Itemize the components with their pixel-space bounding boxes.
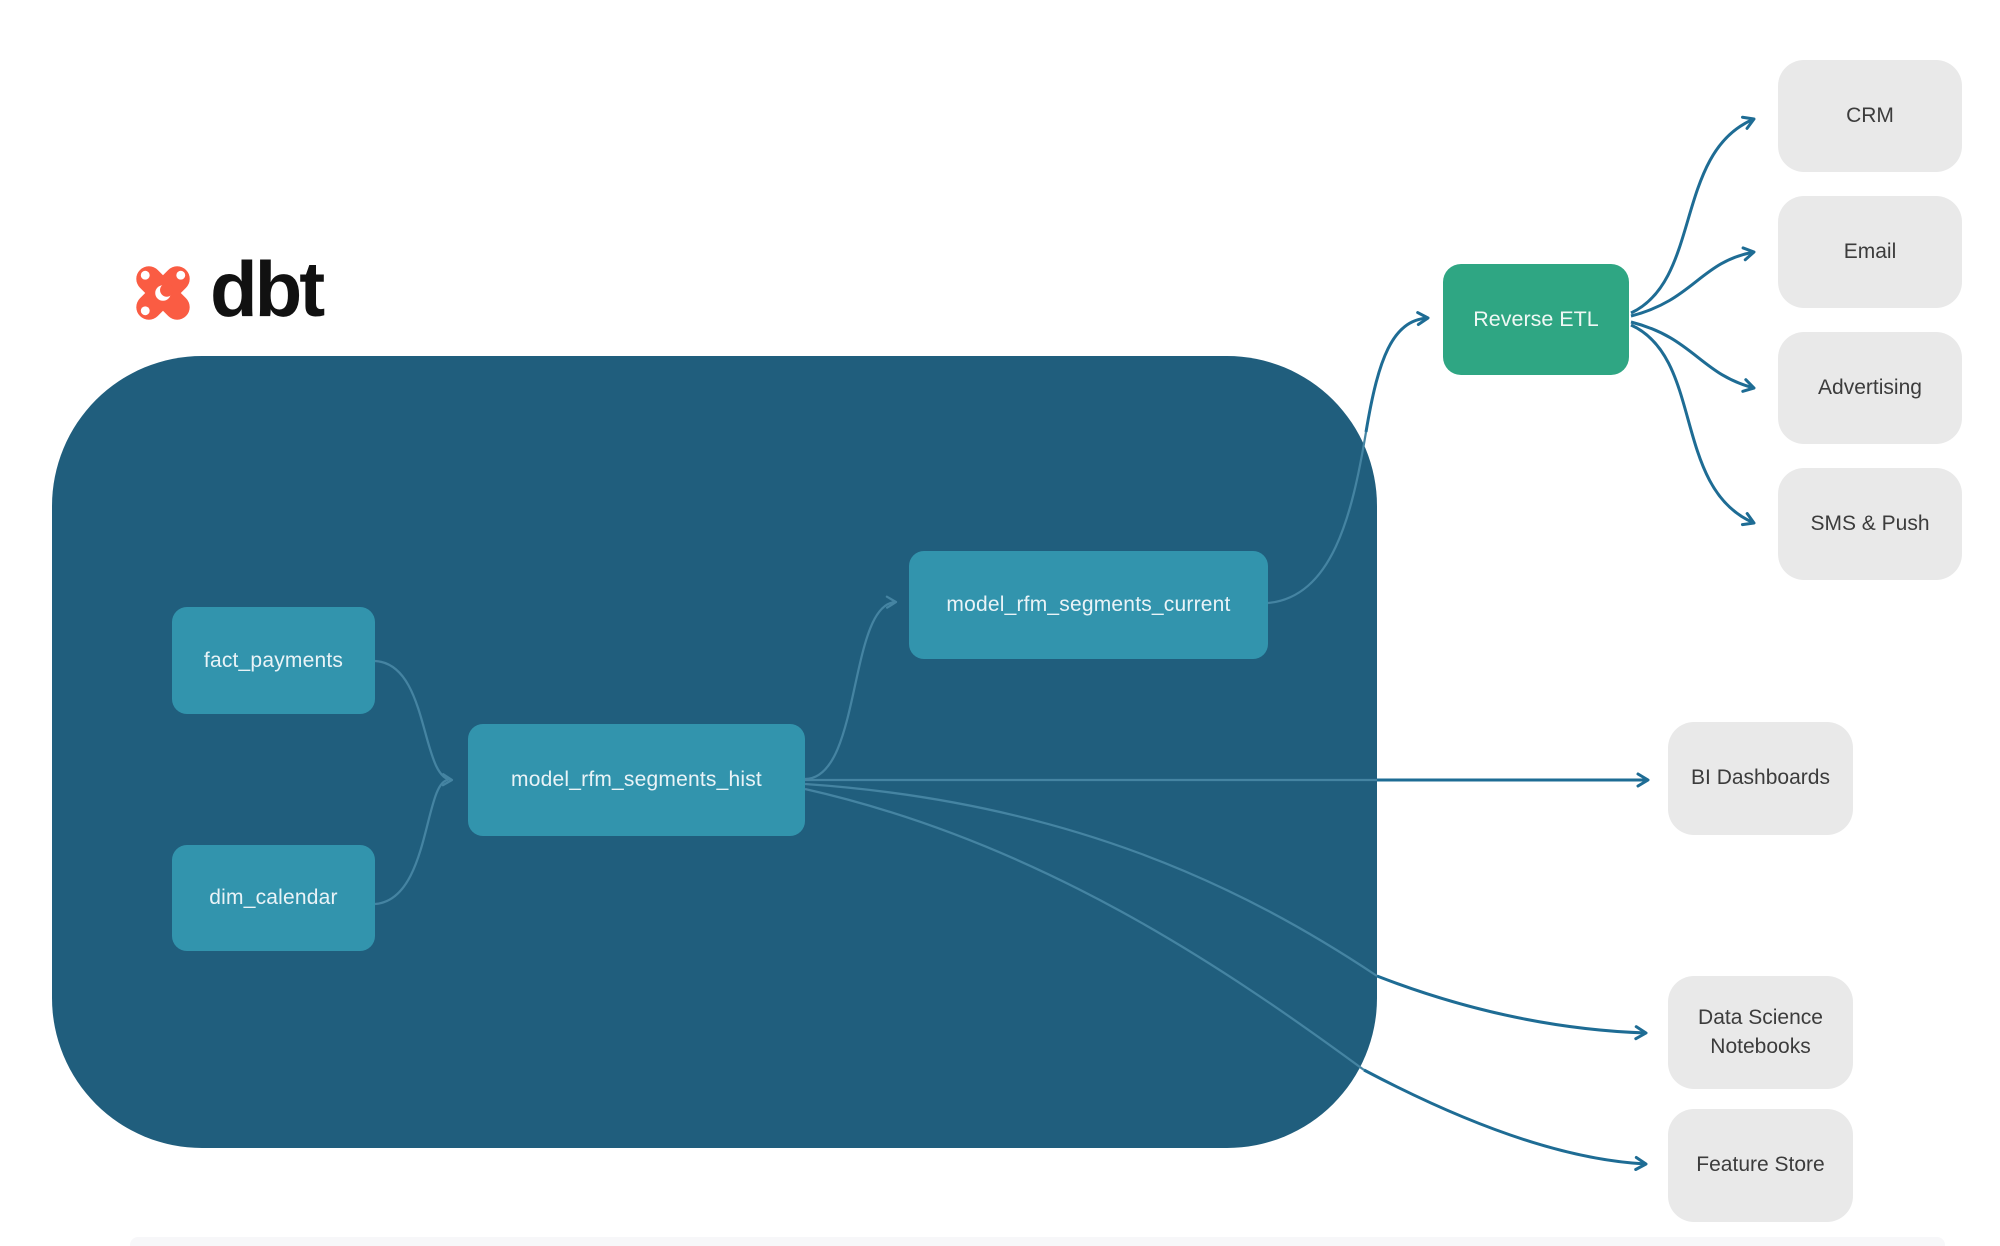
destination-bi-dashboards: BI Dashboards xyxy=(1668,722,1853,835)
edge-reverse-etl-to-crm xyxy=(1630,115,1756,315)
edge-hist-to-feature-store xyxy=(1363,1068,1648,1171)
destination-advertising: Advertising xyxy=(1778,332,1962,444)
edge-hist-to-notebooks xyxy=(1376,974,1648,1041)
edge-reverse-etl-to-email xyxy=(1630,246,1756,318)
dbt-logo-text: dbt xyxy=(210,245,325,333)
destination-feature-store: Feature Store xyxy=(1668,1109,1853,1222)
destination-crm: CRM xyxy=(1778,60,1962,172)
edge-reverse-etl-to-sms-push xyxy=(1630,323,1756,527)
dbt-logo: dbt xyxy=(126,248,325,334)
edge-reverse-etl-to-advertising xyxy=(1630,320,1756,393)
bottom-edge-strip xyxy=(130,1237,1945,1246)
node-dim-calendar: dim_calendar xyxy=(172,845,375,951)
edge-current-to-reverse-etl xyxy=(1364,311,1430,433)
node-fact-payments: fact_payments xyxy=(172,607,375,714)
node-model-rfm-segments-current: model_rfm_segments_current xyxy=(909,551,1268,659)
node-model-rfm-segments-hist: model_rfm_segments_hist xyxy=(468,724,805,836)
dbt-logo-icon xyxy=(136,266,190,320)
destination-email: Email xyxy=(1778,196,1962,308)
destination-data-science-notebooks: Data Science Notebooks xyxy=(1668,976,1853,1089)
node-reverse-etl: Reverse ETL xyxy=(1443,264,1629,375)
destination-sms-push: SMS & Push xyxy=(1778,468,1962,580)
